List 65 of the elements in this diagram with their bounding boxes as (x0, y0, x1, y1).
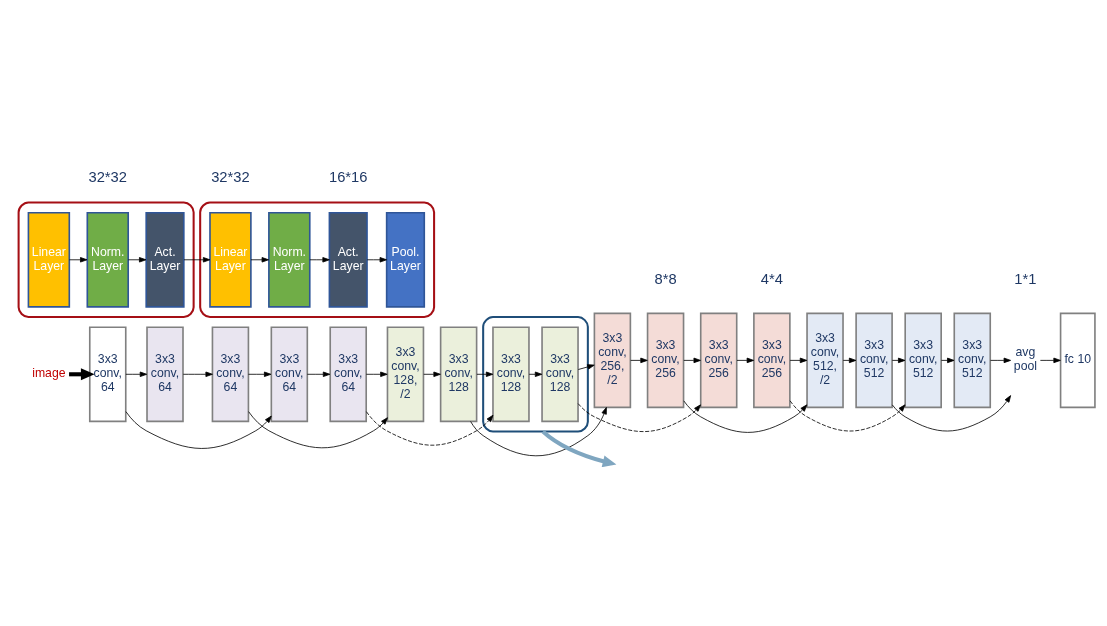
arrow (423, 371, 441, 377)
arrow (365, 410, 494, 446)
node-box: 3x3 conv, 256 (646, 312, 685, 408)
arrow (125, 371, 148, 377)
arrow (683, 357, 701, 363)
node-box: 3x3 conv, 512 (855, 312, 893, 408)
arrow (683, 399, 808, 433)
arrow (127, 256, 147, 262)
node-box: 3x3 conv, 128, /2 (386, 325, 425, 422)
node-box: fc 10 (1059, 312, 1096, 408)
node-box: Norm. Layer (268, 211, 311, 308)
node-box: Linear Layer (209, 211, 252, 308)
node-box: 3x3 conv, 256 (753, 312, 791, 408)
node-box: Act. Layer (328, 211, 368, 308)
arrow (309, 256, 330, 262)
node-box: 3x3 conv, 128 (541, 325, 579, 422)
arrow (182, 371, 213, 377)
label: 1*1 (1014, 270, 1037, 287)
node-box: 3x3 conv, 128 (439, 325, 478, 422)
arrow (789, 399, 906, 431)
node-text: image (32, 365, 66, 380)
arrow (470, 406, 607, 456)
arrow (630, 357, 648, 363)
node-box: Linear Layer (27, 211, 71, 308)
arrow (183, 256, 211, 262)
node-text: avg pool (1013, 344, 1037, 373)
cluster (17, 201, 195, 318)
arrow (250, 256, 269, 262)
arrow (891, 394, 1012, 431)
node-box: Pool. Layer (385, 211, 426, 308)
arrow (476, 371, 494, 377)
node-box: Norm. Layer (86, 211, 129, 308)
label: 4*4 (760, 270, 783, 287)
arrow (306, 371, 331, 377)
node-box: 3x3 conv, 64 (329, 325, 368, 422)
arrow (891, 357, 906, 363)
arrow (248, 371, 272, 377)
node-box: 3x3 conv, 128 (492, 325, 530, 422)
arrow (528, 371, 543, 377)
arrow (990, 357, 1011, 363)
node-box: 3x3 conv, 256 (699, 312, 738, 408)
arrow (736, 357, 755, 363)
node-box: 3x3 conv, 512 (953, 312, 992, 408)
arrow (366, 256, 387, 262)
node-box: Act. Layer (145, 211, 185, 308)
arrow (842, 357, 857, 363)
node-box: 3x3 conv, 256, /2 (593, 312, 632, 408)
arrow (365, 371, 388, 377)
arrow (1039, 357, 1061, 363)
arrow (248, 410, 388, 448)
arrow (789, 357, 808, 363)
node-box: 3x3 conv, 64 (211, 325, 250, 422)
node-box: 3x3 conv, 64 (88, 325, 127, 422)
label: 8*8 (654, 270, 677, 287)
node-box: 3x3 conv, 512 (904, 312, 942, 408)
node-box: 3x3 conv, 64 (146, 325, 184, 422)
arrow (125, 410, 272, 449)
label: 32*32 (88, 168, 127, 185)
label: 32*32 (211, 168, 250, 185)
arrow (69, 256, 88, 262)
arrow (577, 363, 595, 370)
node-box: 3x3 conv, 64 (270, 325, 309, 422)
node-box: 3x3 conv, 512, /2 (806, 312, 844, 408)
arrow (941, 357, 955, 363)
label: 16*16 (328, 168, 368, 185)
